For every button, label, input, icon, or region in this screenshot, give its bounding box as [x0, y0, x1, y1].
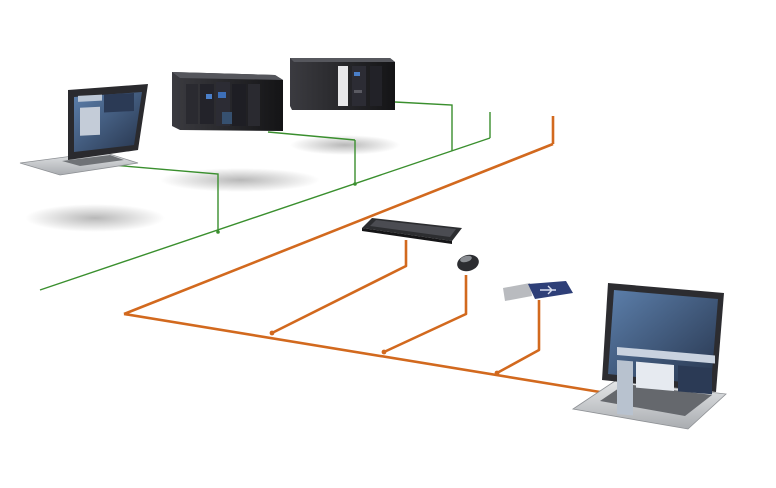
laptop-right	[571, 283, 727, 430]
plc-rack-small	[290, 58, 395, 110]
device-shadows	[25, 135, 400, 232]
plc-rack-large	[172, 72, 283, 131]
network-junctions	[216, 182, 500, 376]
mouse	[457, 254, 479, 272]
usb-stick	[503, 281, 573, 301]
orange-peripheral-network	[123, 116, 601, 394]
green-control-network	[39, 101, 491, 291]
laptop-left	[19, 84, 148, 176]
keyboard	[362, 218, 462, 244]
